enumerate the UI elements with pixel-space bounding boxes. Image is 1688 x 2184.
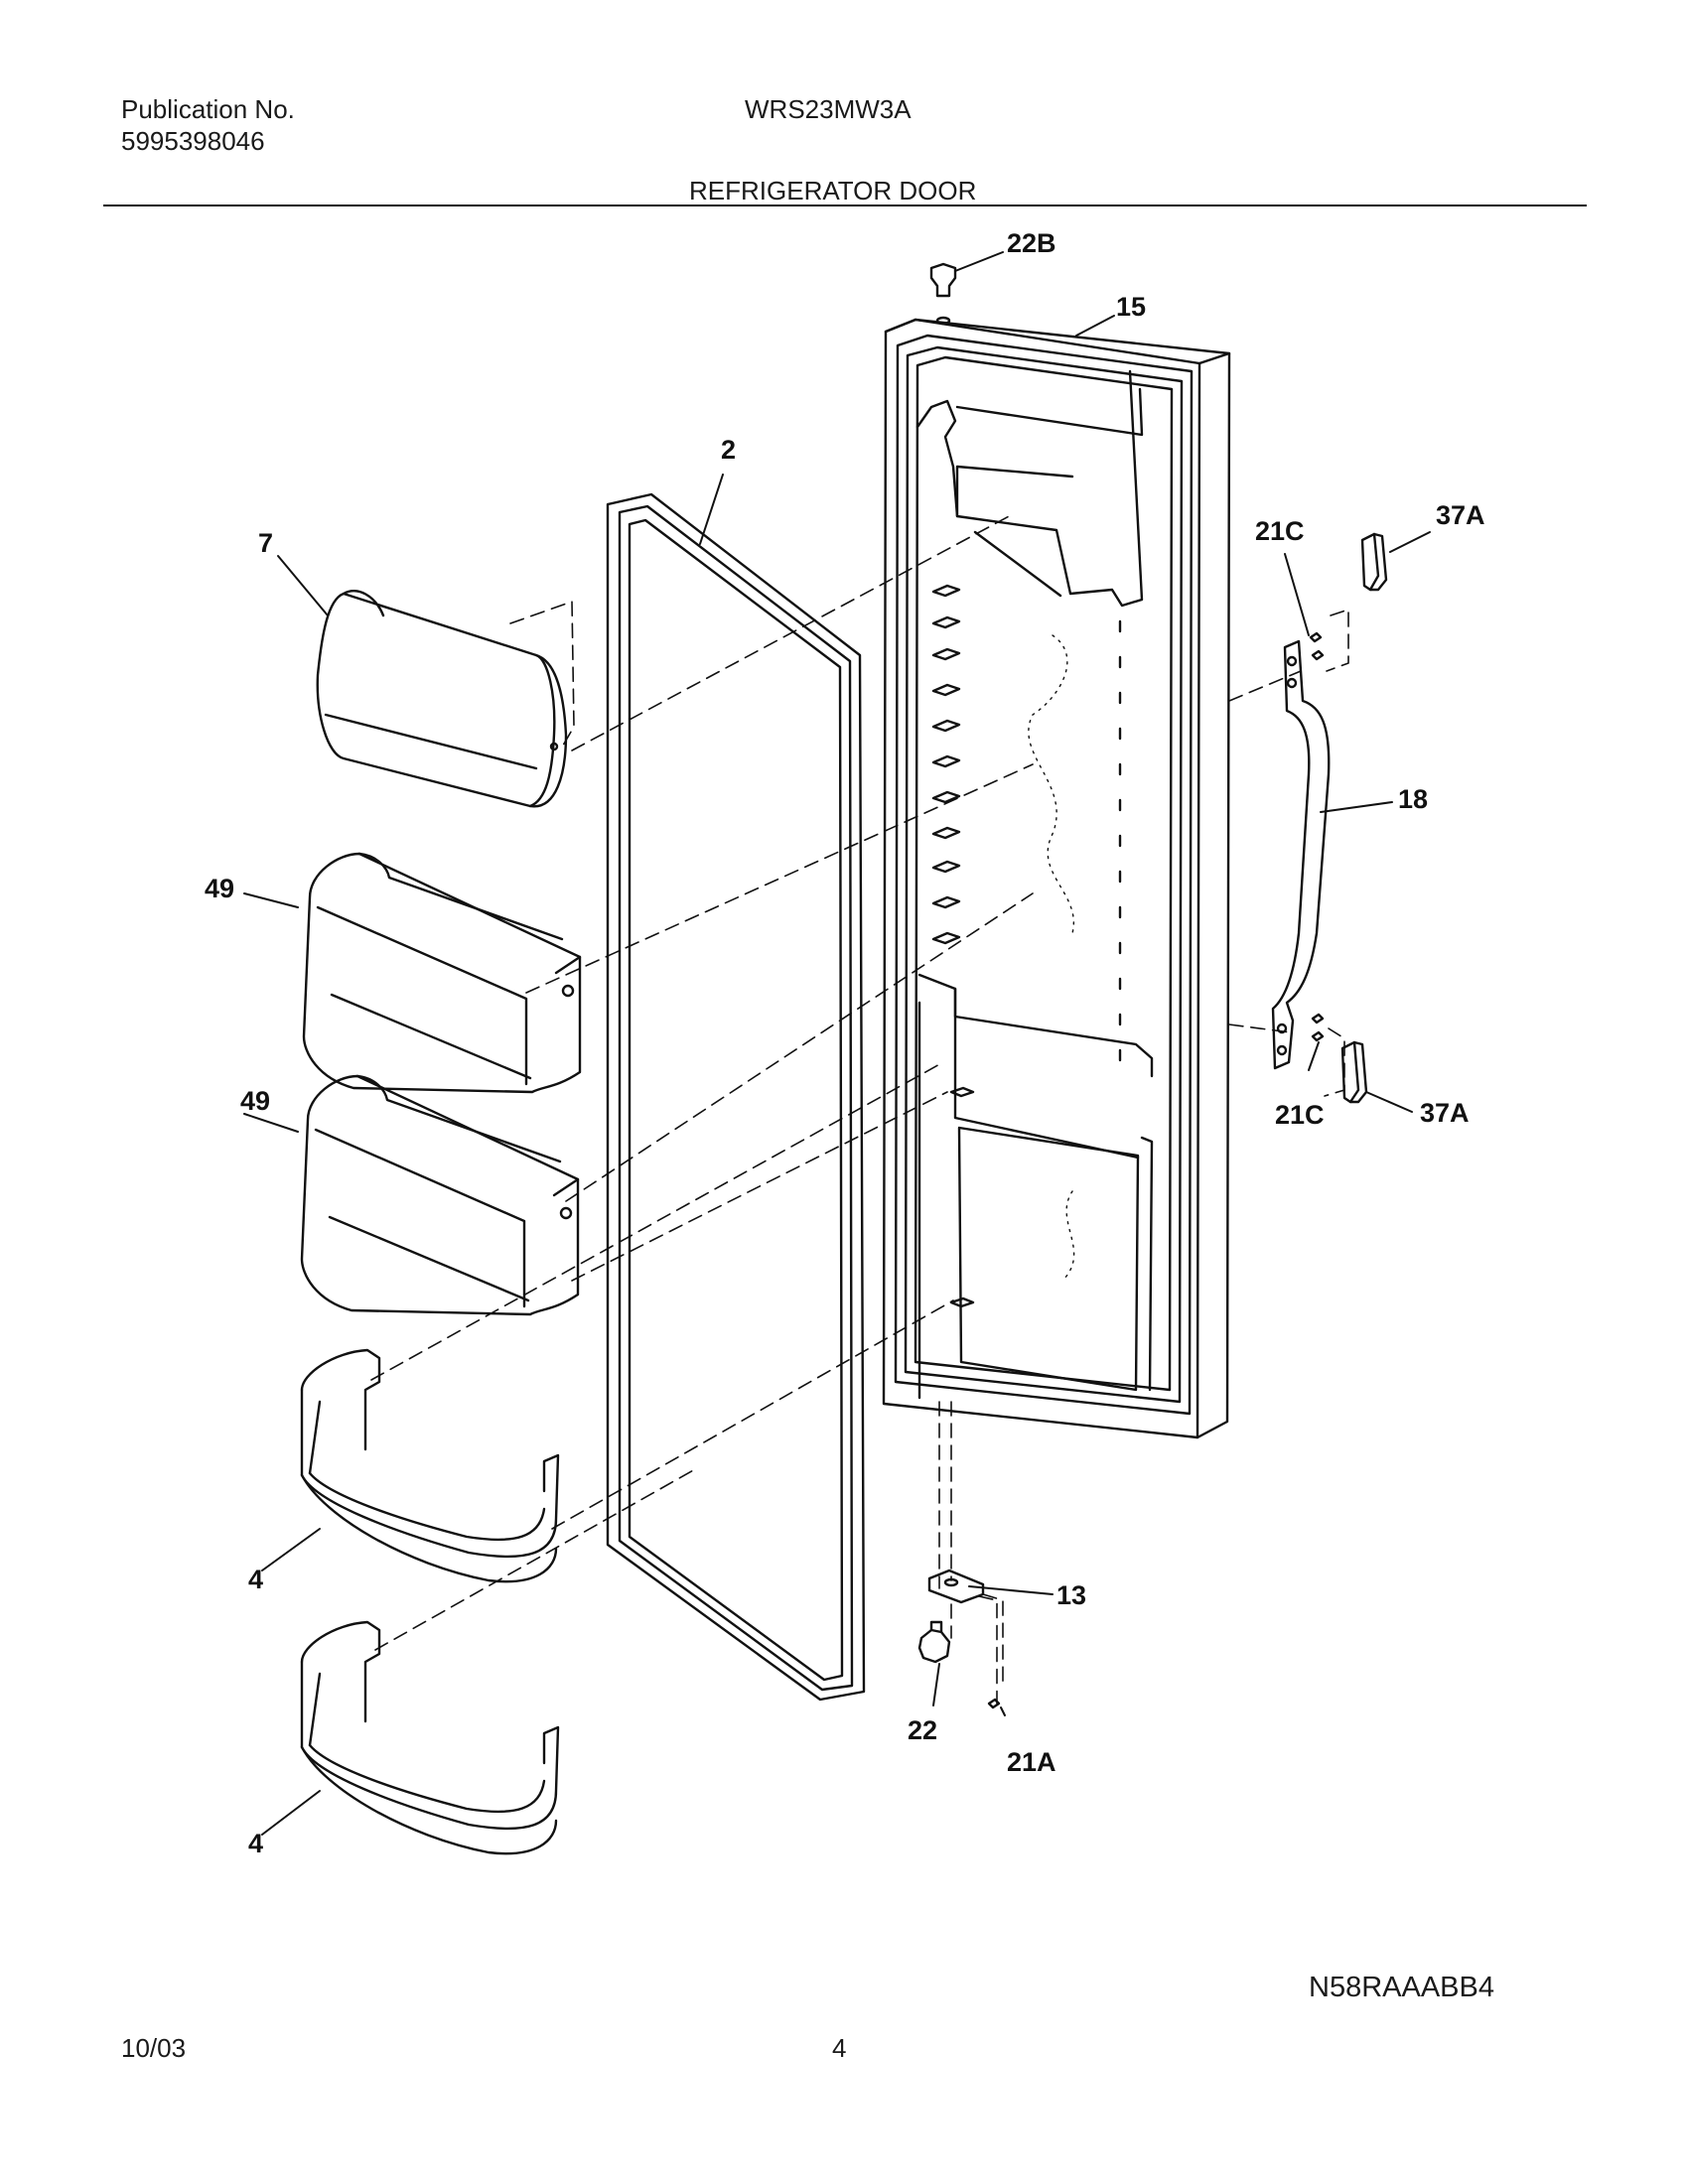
- shelf-support-studs: [931, 584, 961, 945]
- callout-4-top: 4: [248, 1565, 263, 1594]
- callout-22: 22: [908, 1715, 937, 1745]
- callout-21c-bottom: 21C: [1275, 1100, 1325, 1130]
- door-bin-4-top: [300, 1348, 560, 1583]
- callout-21a: 21A: [1007, 1747, 1056, 1777]
- handle-screws-21c-top: [1309, 631, 1325, 661]
- callout-leaders: [243, 251, 1431, 1836]
- callout-4-bottom: 4: [248, 1829, 263, 1858]
- door-gasket: [606, 492, 866, 1702]
- section-title: REFRIGERATOR DOOR: [689, 176, 977, 205]
- hinge-screw-21a: [987, 1698, 1001, 1709]
- dairy-compartment-door: [316, 590, 568, 808]
- door-handle: [1271, 639, 1331, 1070]
- callout-22b: 22B: [1007, 228, 1056, 258]
- liner-contour-hints: [1028, 634, 1075, 1282]
- publication-number: 5995398046: [121, 126, 265, 156]
- handle-end-cap-37a-bottom: [1340, 1040, 1368, 1104]
- callout-13: 13: [1056, 1580, 1086, 1610]
- callout-37a-bottom: 37A: [1420, 1098, 1470, 1128]
- callout-37a-top: 37A: [1436, 500, 1485, 530]
- callout-49-top: 49: [205, 874, 234, 903]
- publication-date: 10/03: [121, 2033, 187, 2063]
- page-number: 4: [832, 2033, 847, 2063]
- callout-18: 18: [1398, 784, 1428, 814]
- callout-15: 15: [1116, 292, 1146, 322]
- publication-label: Publication No.: [121, 94, 295, 124]
- callout-21c-top: 21C: [1255, 516, 1305, 546]
- bottom-hinge-pin-22: [917, 1620, 951, 1664]
- door-bin-4-bottom: [300, 1620, 560, 1855]
- door-bin-49-top: [302, 852, 582, 1094]
- handle-end-cap-37a-top: [1360, 532, 1388, 592]
- callout-2: 2: [721, 435, 736, 465]
- handle-screws-21c-bottom: [1311, 1013, 1325, 1042]
- callout-49-bottom: 49: [240, 1086, 270, 1116]
- model-number: WRS23MW3A: [745, 94, 912, 124]
- door-bin-49-bottom: [300, 1074, 580, 1316]
- callout-7: 7: [258, 528, 273, 558]
- drawing-code: N58RAAABB4: [1309, 1972, 1494, 2003]
- assembly-guide-lines: [370, 513, 1349, 1705]
- door-liner: [915, 369, 1154, 1400]
- header-rule: [103, 205, 1587, 206]
- top-hinge-pin-22b: [929, 262, 957, 326]
